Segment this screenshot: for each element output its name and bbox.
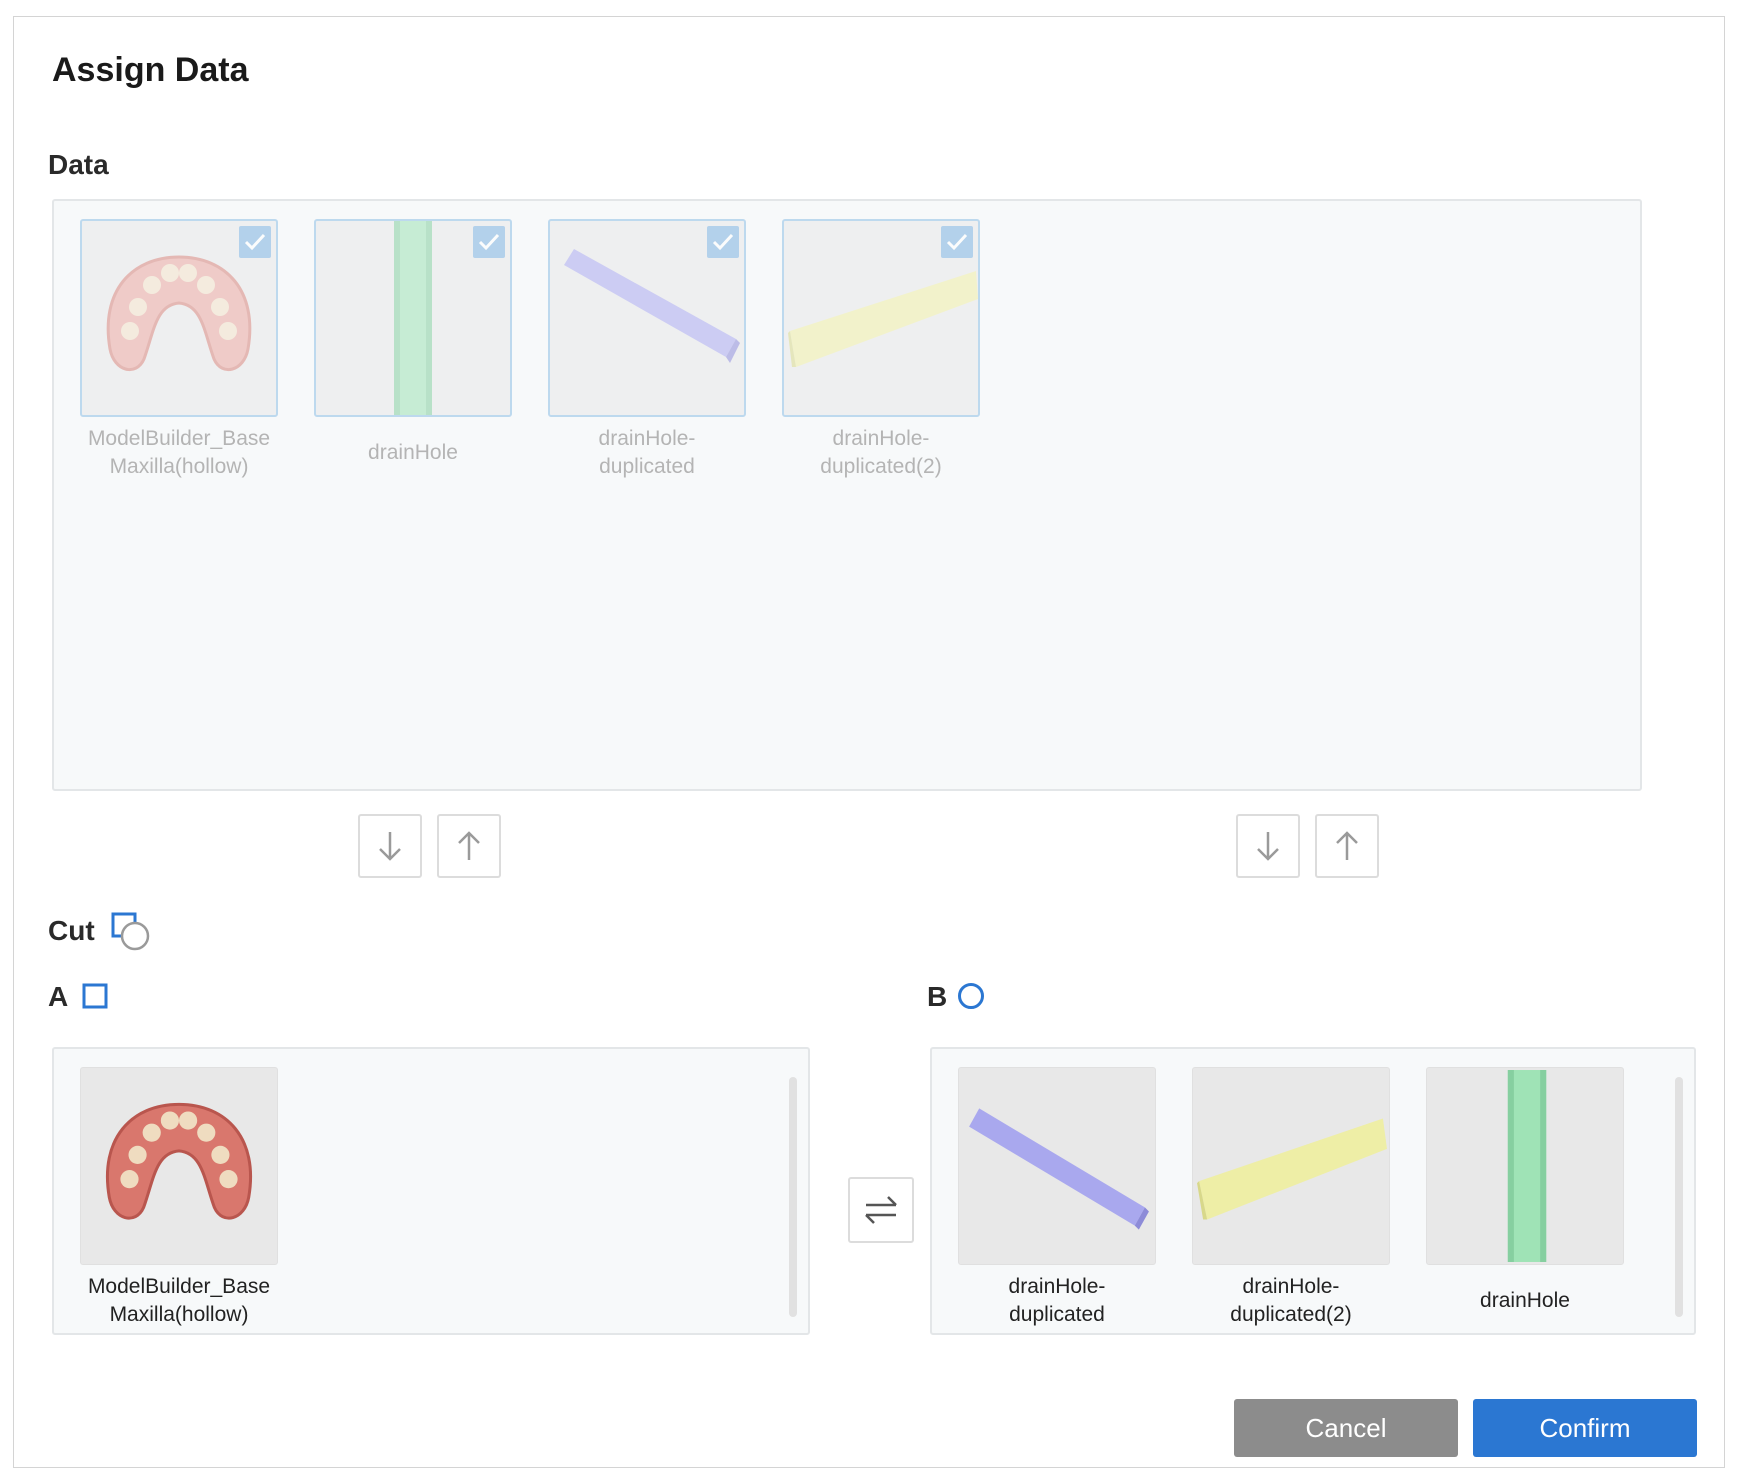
purple-cylinder-icon [969, 1108, 1149, 1230]
square-icon [82, 983, 108, 1009]
item-name-line2: duplicated [1009, 1303, 1105, 1326]
item-thumbnail [80, 219, 278, 417]
cancel-button[interactable]: Cancel [1234, 1399, 1458, 1457]
item-caption: ModelBuilder_Base Maxilla(hollow) [80, 423, 278, 483]
group-b-panel: drainHole- duplicated drainHole- duplica… [930, 1047, 1696, 1335]
item-thumbnail [314, 219, 512, 417]
item-caption: drainHole- duplicated [548, 423, 746, 483]
item-name-line1: drainHole- [832, 427, 930, 450]
item-name-line1: drainHole [1480, 1289, 1570, 1312]
item-name-line1: ModelBuilder_Base [87, 1275, 271, 1298]
group-b-item-drainhole[interactable]: drainHole [1426, 1067, 1624, 1331]
swap-groups-button[interactable] [848, 1177, 914, 1243]
data-section-label: Data [48, 149, 109, 180]
item-name-line2: duplicated(2) [1230, 1303, 1352, 1326]
assign-data-dialog: Assign Data Data ModelBuilder_Base Maxil [13, 16, 1725, 1468]
data-item-drainhole-duplicated[interactable]: drainHole- duplicated [548, 219, 746, 483]
circle-icon [958, 983, 984, 1009]
item-caption: drainHole [314, 423, 512, 483]
cut-section-label: Cut [48, 915, 95, 946]
item-caption: drainHole- duplicated [958, 1271, 1156, 1331]
data-item-maxilla[interactable]: ModelBuilder_Base Maxilla(hollow) [80, 219, 278, 483]
group-a-panel: ModelBuilder_Base Maxilla(hollow) [52, 1047, 810, 1335]
data-item-drainhole-duplicated-2[interactable]: drainHole- duplicated(2) [782, 219, 980, 483]
group-a-label: A [48, 981, 69, 1012]
item-name-line2: duplicated [599, 455, 695, 478]
arrow-down-icon [379, 832, 401, 861]
group-b-item-drainhole-duplicated-2[interactable]: drainHole- duplicated(2) [1192, 1067, 1390, 1331]
arrow-up-icon [1336, 831, 1358, 860]
item-thumbnail [782, 219, 980, 417]
item-thumbnail [548, 219, 746, 417]
move-up-from-a-button[interactable] [437, 814, 501, 878]
item-name-line2: duplicated(2) [820, 455, 942, 478]
item-name-line1: ModelBuilder_Base [87, 427, 271, 450]
maxilla-model-icon [106, 255, 252, 371]
checkbox-checked-icon[interactable] [707, 226, 739, 258]
group-b-scrollbar[interactable] [1675, 1077, 1683, 1317]
maxilla-model-icon [106, 1102, 252, 1220]
item-name-line1: drainHole- [1008, 1275, 1106, 1298]
yellow-cylinder-icon [788, 271, 978, 367]
confirm-button[interactable]: Confirm [1473, 1399, 1697, 1457]
checkbox-checked-icon[interactable] [239, 226, 271, 258]
group-a-scrollbar[interactable] [789, 1077, 797, 1317]
item-name-line2: Maxilla(hollow) [109, 455, 249, 478]
purple-cylinder-icon [564, 249, 740, 363]
item-caption: drainHole- duplicated(2) [782, 423, 980, 483]
group-b-label: B [927, 981, 948, 1012]
item-name-line1: drainHole [368, 441, 458, 464]
group-b-item-drainhole-duplicated[interactable]: drainHole- duplicated [958, 1067, 1156, 1331]
item-thumbnail [1426, 1067, 1624, 1265]
arrow-up-icon [458, 831, 480, 860]
arrow-down-icon [1257, 832, 1279, 861]
swap-arrows-icon [865, 1196, 897, 1224]
dialog-title: Assign Data [52, 51, 249, 89]
group-a-item-maxilla[interactable]: ModelBuilder_Base Maxilla(hollow) [80, 1067, 278, 1331]
move-up-from-b-button[interactable] [1315, 814, 1379, 878]
move-down-to-b-button[interactable] [1236, 814, 1300, 878]
checkbox-checked-icon[interactable] [473, 226, 505, 258]
item-caption: ModelBuilder_Base Maxilla(hollow) [80, 1271, 278, 1331]
green-cylinder-icon [394, 221, 432, 415]
item-thumbnail [958, 1067, 1156, 1265]
item-caption: drainHole- duplicated(2) [1192, 1271, 1390, 1331]
item-caption: drainHole [1426, 1271, 1624, 1331]
cut-shape-icon [111, 912, 150, 951]
item-thumbnail [80, 1067, 278, 1265]
checkbox-checked-icon[interactable] [941, 226, 973, 258]
data-item-drainhole[interactable]: drainHole [314, 219, 512, 483]
item-name-line1: drainHole- [598, 427, 696, 450]
item-name-line1: drainHole- [1242, 1275, 1340, 1298]
item-thumbnail [1192, 1067, 1390, 1265]
data-panel: ModelBuilder_Base Maxilla(hollow) drainH… [52, 199, 1642, 791]
green-cylinder-icon [1507, 1070, 1547, 1262]
item-name-line2: Maxilla(hollow) [109, 1303, 249, 1326]
yellow-cylinder-icon [1197, 1118, 1387, 1220]
move-down-to-a-button[interactable] [358, 814, 422, 878]
